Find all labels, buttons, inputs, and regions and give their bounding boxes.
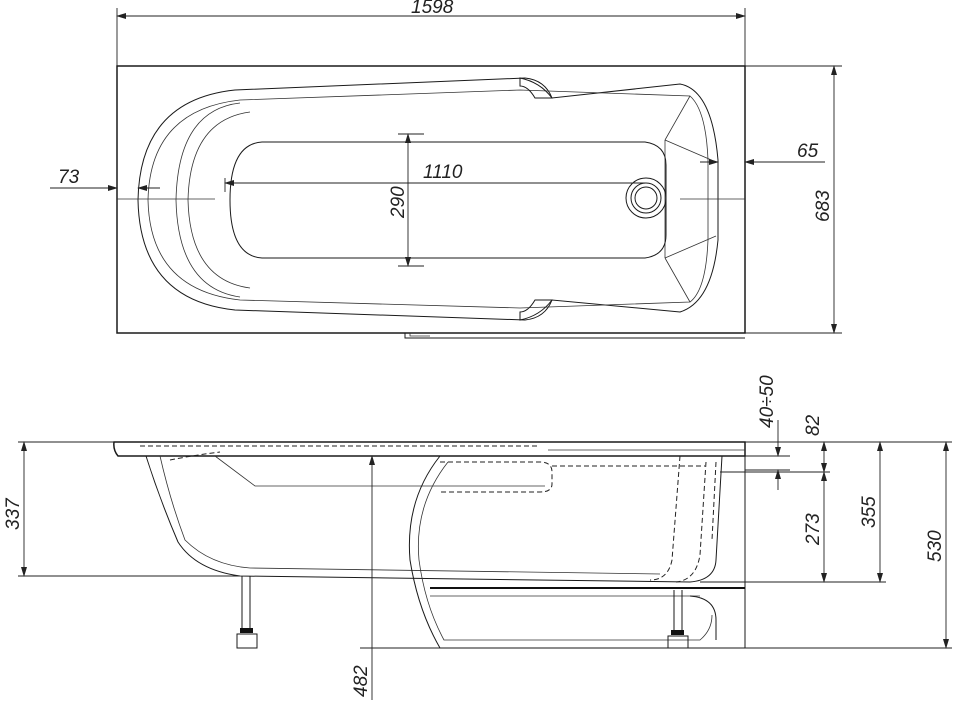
outer-rim-outline (116, 65, 746, 334)
drain-icon (625, 177, 667, 219)
dim-inner-length: 1110 (423, 162, 463, 183)
dim-height-a: 355 (859, 496, 880, 528)
dim-overall-length: 1598 (411, 0, 454, 18)
dim-rim-height: 82 (803, 414, 824, 436)
dim-inner-width: 290 (388, 186, 409, 219)
dim-leg-height: 482 (351, 665, 372, 697)
dim-total-height: 530 (925, 530, 946, 562)
support-leg-right (667, 590, 689, 649)
bath-inner-outline (137, 77, 719, 321)
side-rim-outline (113, 441, 746, 457)
dim-overall-width: 683 (813, 190, 834, 222)
dim-rim-right: 65 (797, 141, 819, 162)
side-view: 337 482 40÷50 82 273 355 530 (3, 375, 952, 700)
dim-left-height: 337 (3, 497, 24, 530)
dim-adjust-range: 40÷50 (757, 375, 778, 428)
dim-depth: 273 (803, 513, 824, 546)
bath-floor-outline (229, 141, 667, 259)
front-apron-panel (408, 455, 746, 649)
support-leg-left (236, 576, 258, 649)
side-tub-body (145, 455, 723, 583)
dim-rim-left: 73 (58, 167, 80, 188)
top-view: 1110 290 73 65 1598 683 (50, 0, 842, 339)
